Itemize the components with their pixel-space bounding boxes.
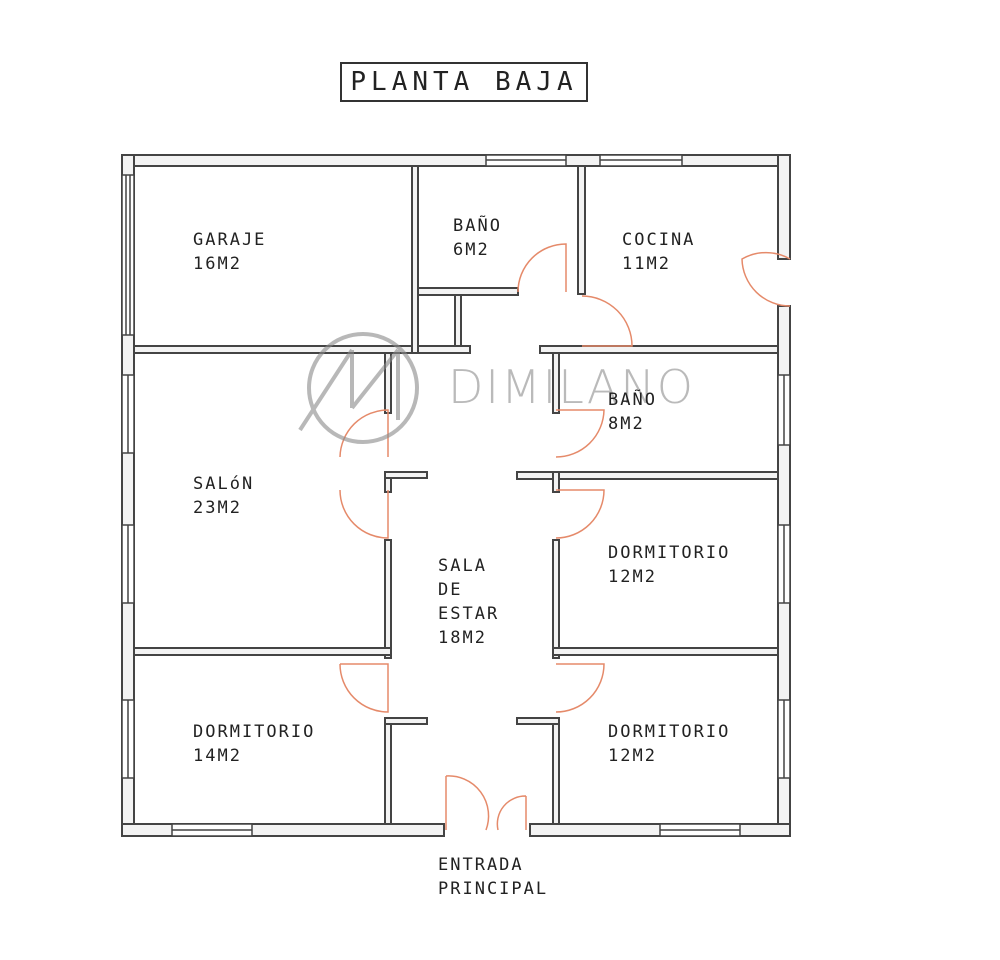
stub-left-1: [384, 471, 428, 479]
room-name: COCINA: [622, 230, 696, 250]
room-name-line-2: DE: [438, 580, 463, 600]
door-dorm12a: [555, 489, 605, 539]
wall-east-upper: [777, 154, 791, 260]
room-area: 16M2: [193, 254, 242, 274]
door-bano-2: [555, 409, 605, 458]
door-bano-1: [517, 243, 567, 293]
wall-garaje-east: [411, 165, 419, 354]
entrance-line-1: ENTRADA: [438, 855, 524, 875]
door-swings: [339, 243, 791, 831]
wall-dorm12a-west: [552, 539, 560, 659]
door-dorm14: [339, 663, 389, 713]
room-area: 6M2: [453, 240, 490, 260]
room-area: 12M2: [608, 746, 657, 766]
plan-title: PLANTA BAJA: [340, 62, 588, 102]
room-name: DORMITORIO: [193, 722, 316, 742]
interior-walls: [133, 165, 779, 825]
wall-salon-dorm: [133, 647, 392, 656]
door-entrance-right: [496, 795, 527, 831]
stub-left-2: [384, 717, 428, 725]
room-area: 14M2: [193, 746, 242, 766]
door-salon-1: [339, 409, 389, 458]
room-area: 18M2: [438, 628, 487, 648]
room-cocina: COCINA 11M2: [622, 228, 695, 276]
room-area: 8M2: [608, 414, 645, 434]
wall-dorm12a-dorm12b: [552, 647, 779, 656]
room-name: GARAJE: [193, 230, 267, 250]
entrance-line-2: PRINCIPAL: [438, 879, 549, 899]
room-garaje: GARAJE 16M2: [193, 228, 266, 276]
windows: [121, 154, 791, 837]
room-name: DORMITORIO: [608, 722, 731, 742]
wall-corridor-nw: [417, 345, 471, 354]
room-name: BAÑO: [608, 390, 657, 410]
door-salon-2: [339, 489, 389, 539]
room-area: 23M2: [193, 498, 242, 518]
room-dormitorio-3: DORMITORIO 12M2: [608, 720, 730, 768]
door-exterior-cocina: [741, 251, 791, 307]
wall-bano-south-left: [417, 287, 519, 296]
room-area: 11M2: [622, 254, 671, 274]
wall-dorm12a-west-top: [552, 471, 560, 493]
room-area: 12M2: [608, 567, 657, 587]
watermark-text: DIMILANO: [448, 360, 696, 414]
room-name-line-3: ESTAR: [438, 604, 500, 624]
room-bano-2: BAÑO 8M2: [608, 388, 657, 436]
wall-garaje-salon: [133, 345, 417, 354]
room-sala-estar: SALA DE ESTAR 18M2: [438, 554, 499, 650]
garage-door: [121, 174, 135, 336]
wall-dorm12b-west: [552, 717, 560, 825]
door-cocina: [581, 295, 633, 347]
room-dormitorio-2: DORMITORIO 14M2: [193, 720, 315, 768]
wall-salon-east-low: [384, 539, 392, 659]
wall-north: [121, 154, 791, 167]
wall-bano2-dorm: [516, 471, 779, 480]
stub-right-2: [516, 717, 560, 725]
wall-closet: [454, 294, 462, 347]
door-entrance-left: [445, 775, 490, 831]
room-name: DORMITORIO: [608, 543, 731, 563]
room-name: SALóN: [193, 474, 255, 494]
room-bano-1: BAÑO 6M2: [453, 214, 502, 262]
watermark-logo: [298, 332, 419, 444]
wall-bano2-west: [552, 352, 560, 414]
wall-south-left: [121, 823, 445, 837]
wall-dorm14-east: [384, 717, 392, 825]
door-dorm12b: [555, 663, 605, 713]
room-salon: SALóN 23M2: [193, 472, 254, 520]
entrance-label: ENTRADA PRINCIPAL: [438, 853, 548, 901]
wall-bano-cocina: [577, 165, 586, 295]
room-dormitorio-1: DORMITORIO 12M2: [608, 541, 730, 589]
room-name: BAÑO: [453, 216, 502, 236]
wall-corridor-ne: [539, 345, 779, 354]
room-name-line-1: SALA: [438, 556, 487, 576]
